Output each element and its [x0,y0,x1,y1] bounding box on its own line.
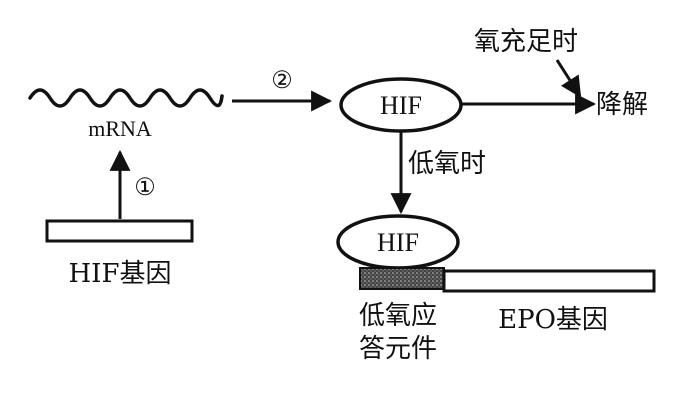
hif-gene-bar [45,219,194,243]
hif-protein-top [339,77,463,133]
step1-label: ① [134,173,156,201]
hre-label-line1: 低氧应 [359,301,437,331]
step2-label: ② [271,66,293,94]
oxygen-sufficient-arrow [555,59,582,98]
mrna-label: mRNA [88,116,152,141]
epo-gene-bar [442,269,656,293]
mrna-strand [28,88,224,108]
epo-gene-label: EPO基因 [498,305,608,335]
hypoxia-label: 低氧时 [408,149,486,179]
oxygen-sufficient-label: 氧充足时 [474,27,578,57]
hif-top-label: HIF [380,91,422,120]
hre-element [359,267,445,290]
hif-bottom-label: HIF [377,228,419,257]
hif-gene-label: HIF基因 [69,259,172,289]
degradation-label: 降解 [596,90,648,120]
hre-label-line2: 答元件 [359,334,437,364]
